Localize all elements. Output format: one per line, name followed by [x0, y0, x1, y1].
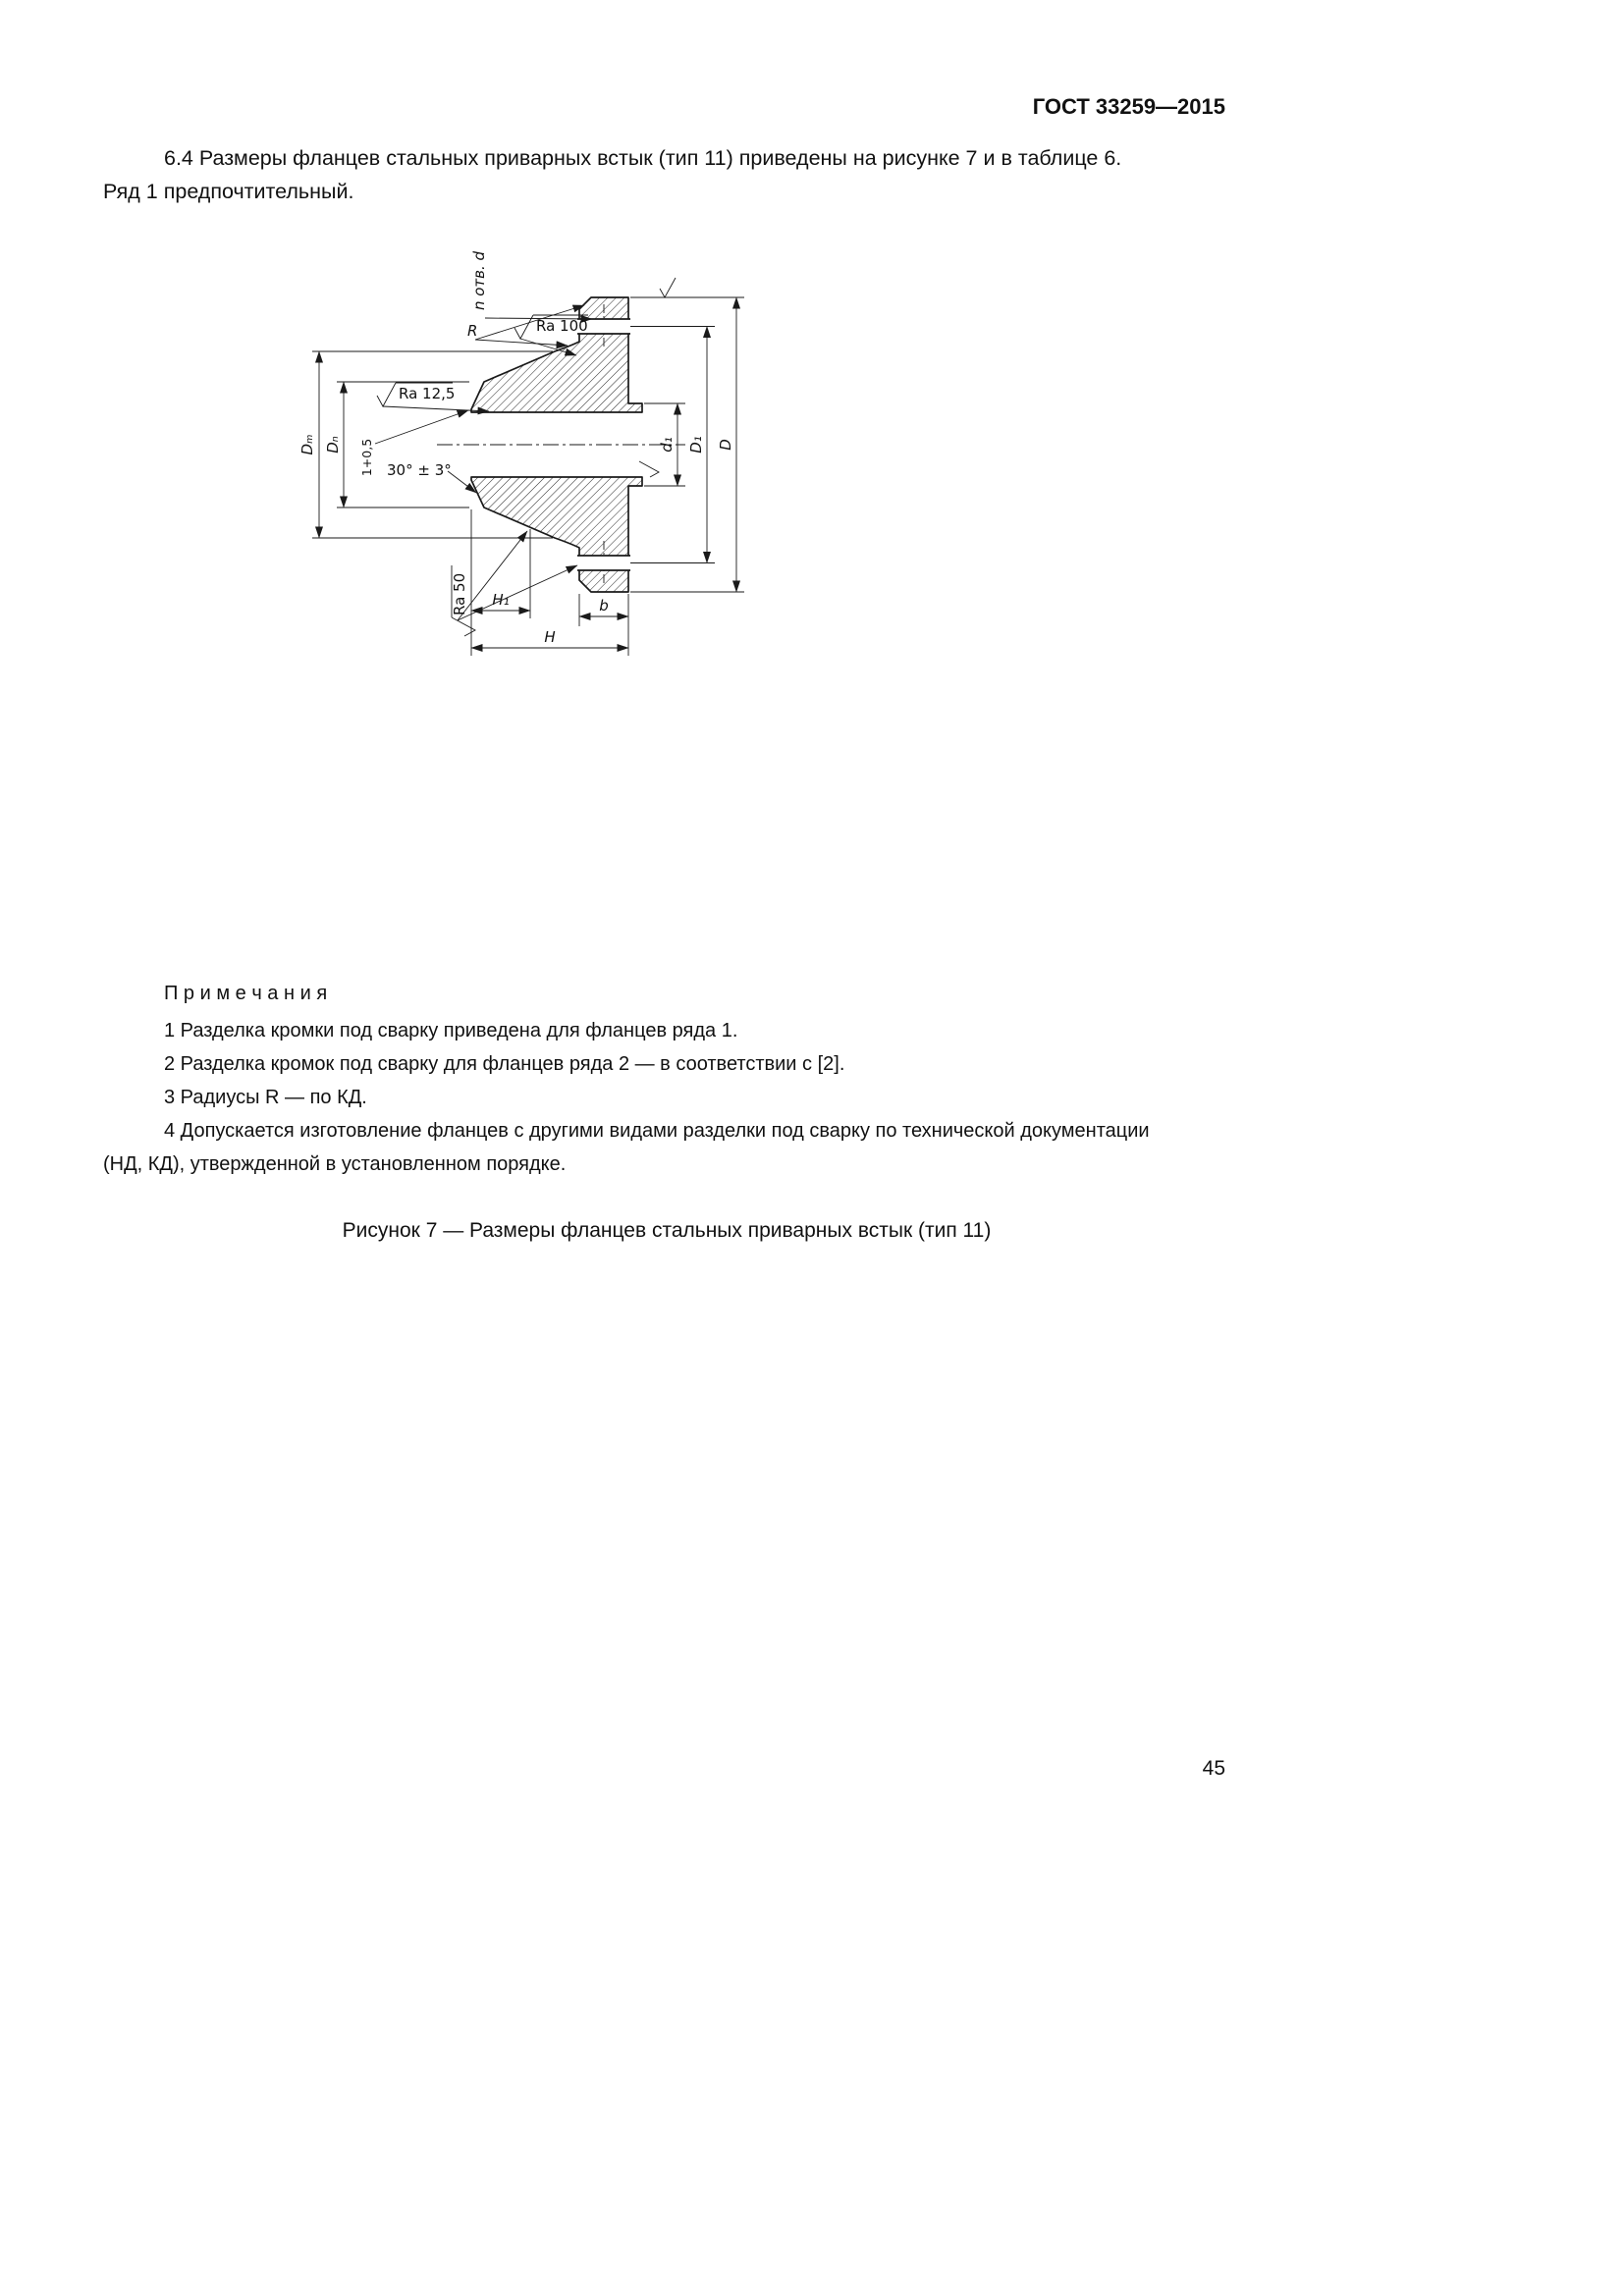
figure-area: Dₘ Dₙ d₁ D₁ D H₁	[295, 236, 785, 697]
figure-caption: Рисунок 7 — Размеры фланцев стальных при…	[342, 1219, 992, 1242]
label-D1: D₁	[687, 436, 705, 454]
label-Dn: Dₙ	[324, 436, 342, 454]
label-b: b	[599, 597, 609, 614]
label-d1: d₁	[658, 437, 676, 453]
label-ra50: Ra 50	[451, 573, 468, 615]
label-R: R	[467, 322, 477, 340]
roughness-icon	[638, 460, 660, 478]
paragraph-line: 6.4 Размеры фланцев стальных приварных в…	[164, 146, 1122, 170]
roughness-icon: Ra 50	[451, 565, 476, 637]
label-n-otv-d: n отв. d	[470, 250, 488, 310]
note-line: 1 Разделка кромки под сварку приведена д…	[164, 1020, 738, 1041]
label-Dm: Dₘ	[298, 435, 316, 455]
page-header: ГОСТ 33259—2015	[1032, 94, 1225, 119]
note-line: 4 Допускается изготовление фланцев с дру…	[164, 1120, 1150, 1142]
note-line: 3 Радиусы R — по КД.	[164, 1087, 367, 1108]
label-H1: H₁	[492, 591, 509, 609]
note-line: (НД, КД), утвержденной в установленном п…	[103, 1153, 567, 1175]
label-ra125: Ra 12,5	[399, 385, 455, 402]
flange-section-upper	[470, 296, 643, 413]
label-weld-angle: 30° ± 3°	[387, 461, 452, 479]
label-root-face: 1+0,5	[359, 439, 374, 476]
bolt-hole-bottom	[577, 556, 630, 570]
page-number: 45	[1202, 1757, 1225, 1780]
notes-title: П р и м е ч а н и я	[164, 983, 328, 1004]
roughness-icon	[659, 277, 677, 298]
paragraph-line: Ряд 1 предпочтительный.	[103, 180, 354, 203]
note-line: 2 Разделка кромок под сварку для фланцев…	[164, 1053, 845, 1075]
label-ra100: Ra 100	[536, 317, 588, 335]
section-paragraph: 6.4 Размеры фланцев стальных приварных в…	[103, 141, 1230, 208]
roughness-icon	[376, 382, 397, 407]
label-D: D	[717, 439, 734, 451]
flange-drawing: Dₘ Dₙ d₁ D₁ D H₁	[298, 250, 744, 656]
label-H: H	[544, 628, 555, 646]
notes-block: П р и м е ч а н и я 1 Разделка кромки по…	[103, 977, 1230, 1181]
